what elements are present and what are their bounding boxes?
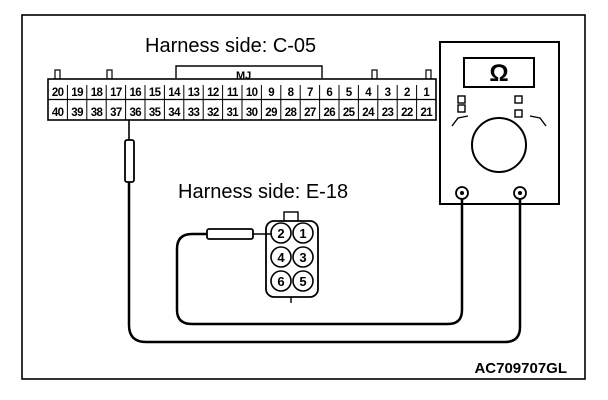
probe-handle-2 bbox=[206, 228, 254, 240]
c05-pin-label: 10 bbox=[246, 87, 258, 99]
c05-pin-label: 36 bbox=[130, 107, 142, 119]
c05-mark: MJ bbox=[236, 70, 251, 82]
test-lead-c05 bbox=[127, 182, 522, 344]
c05-pin-label: 38 bbox=[91, 107, 104, 119]
e18-pin-circle bbox=[292, 222, 314, 244]
c05-pin-label: 1 bbox=[423, 87, 430, 99]
c05-pin-label: 39 bbox=[71, 107, 83, 119]
c05-pin-label: 12 bbox=[207, 87, 219, 99]
dial-scale-right bbox=[529, 115, 547, 127]
meter-switch-3 bbox=[514, 95, 523, 104]
e18-pin-circle bbox=[292, 270, 314, 292]
e18-pin-label: 5 bbox=[299, 274, 306, 289]
c05-pin-label: 33 bbox=[188, 107, 200, 119]
figure-code: AC709707GL bbox=[474, 360, 567, 377]
meter-switch-2 bbox=[457, 104, 466, 113]
c05-pin-label: 15 bbox=[149, 87, 162, 99]
c05-pin-label: 6 bbox=[326, 87, 332, 99]
c05-pin-label: 37 bbox=[110, 107, 122, 119]
c05-pin-label: 8 bbox=[288, 87, 295, 99]
ohm-symbol: Ω bbox=[489, 60, 508, 87]
e18-pin-circle bbox=[270, 222, 292, 244]
c05-pin-label: 26 bbox=[324, 107, 336, 119]
c05-pin-label: 16 bbox=[130, 87, 142, 99]
c05-pin-label: 3 bbox=[385, 87, 391, 99]
meter-switch-1 bbox=[457, 95, 466, 104]
c05-lock-tab bbox=[175, 65, 323, 78]
c05-pin-label: 40 bbox=[52, 107, 64, 119]
meter-display bbox=[463, 57, 535, 88]
c05-pin-label: 25 bbox=[343, 107, 356, 119]
c05-pin-label: 32 bbox=[207, 107, 219, 119]
c05-latch-left-2 bbox=[106, 69, 113, 80]
probe-handle bbox=[124, 139, 135, 183]
c05-pin-label: 2 bbox=[404, 87, 410, 99]
c05-latch-right-2 bbox=[425, 69, 432, 80]
c05-pin-label: 17 bbox=[110, 87, 122, 99]
e18-pin-label: 4 bbox=[277, 250, 285, 265]
e18-pin-label: 1 bbox=[299, 226, 306, 241]
ohmmeter: Ω bbox=[439, 41, 560, 205]
c05-latch-left bbox=[54, 69, 61, 80]
c05-pin-label: 28 bbox=[285, 107, 298, 119]
c05-pin-label: 20 bbox=[52, 87, 64, 99]
e18-pin-label: 2 bbox=[277, 226, 284, 241]
jack-left-center bbox=[460, 191, 464, 195]
c05-caption: Harness side: C-05 bbox=[145, 35, 316, 57]
test-lead-e18 bbox=[175, 199, 464, 326]
e18-pin-label: 6 bbox=[277, 274, 284, 289]
c05-pin-label: 7 bbox=[307, 87, 313, 99]
c05-pin-label: 5 bbox=[346, 87, 353, 99]
c05-pin-label: 4 bbox=[365, 87, 372, 99]
e18-pin-circle bbox=[270, 246, 292, 268]
probe-c05 bbox=[124, 120, 135, 183]
c05-pin-label: 18 bbox=[91, 87, 104, 99]
c05-pin-label: 21 bbox=[421, 107, 434, 119]
dial-scale-left bbox=[451, 115, 469, 127]
c05-pin-label: 27 bbox=[304, 107, 316, 119]
c05-pin-label: 29 bbox=[265, 107, 277, 119]
c05-pin-label: 31 bbox=[227, 107, 240, 119]
c05-latch-right bbox=[371, 69, 378, 80]
c05-pin-label: 11 bbox=[227, 87, 239, 99]
jack-right-center bbox=[518, 191, 522, 195]
meter-dial bbox=[471, 117, 527, 173]
c05-pin-label: 35 bbox=[149, 107, 162, 119]
probe-e18 bbox=[206, 228, 272, 240]
e18-pin-circle bbox=[270, 270, 292, 292]
e18-caption: Harness side: E-18 bbox=[178, 181, 348, 203]
c05-pin-label: 30 bbox=[246, 107, 258, 119]
meter-switch-4 bbox=[514, 109, 523, 118]
c05-pin-label: 9 bbox=[268, 87, 274, 99]
e18-pin-label: 3 bbox=[299, 250, 306, 265]
c05-pin-label: 34 bbox=[168, 107, 181, 119]
c05-pin-label: 22 bbox=[401, 107, 413, 119]
c05-pin-label: 13 bbox=[188, 87, 200, 99]
e18-pin-circle bbox=[292, 246, 314, 268]
c05-pin-label: 14 bbox=[168, 87, 181, 99]
figure-border bbox=[21, 14, 586, 380]
c05-pin-label: 19 bbox=[71, 87, 83, 99]
c05-pin-label: 24 bbox=[362, 107, 375, 119]
c05-pin-label: 23 bbox=[382, 107, 394, 119]
